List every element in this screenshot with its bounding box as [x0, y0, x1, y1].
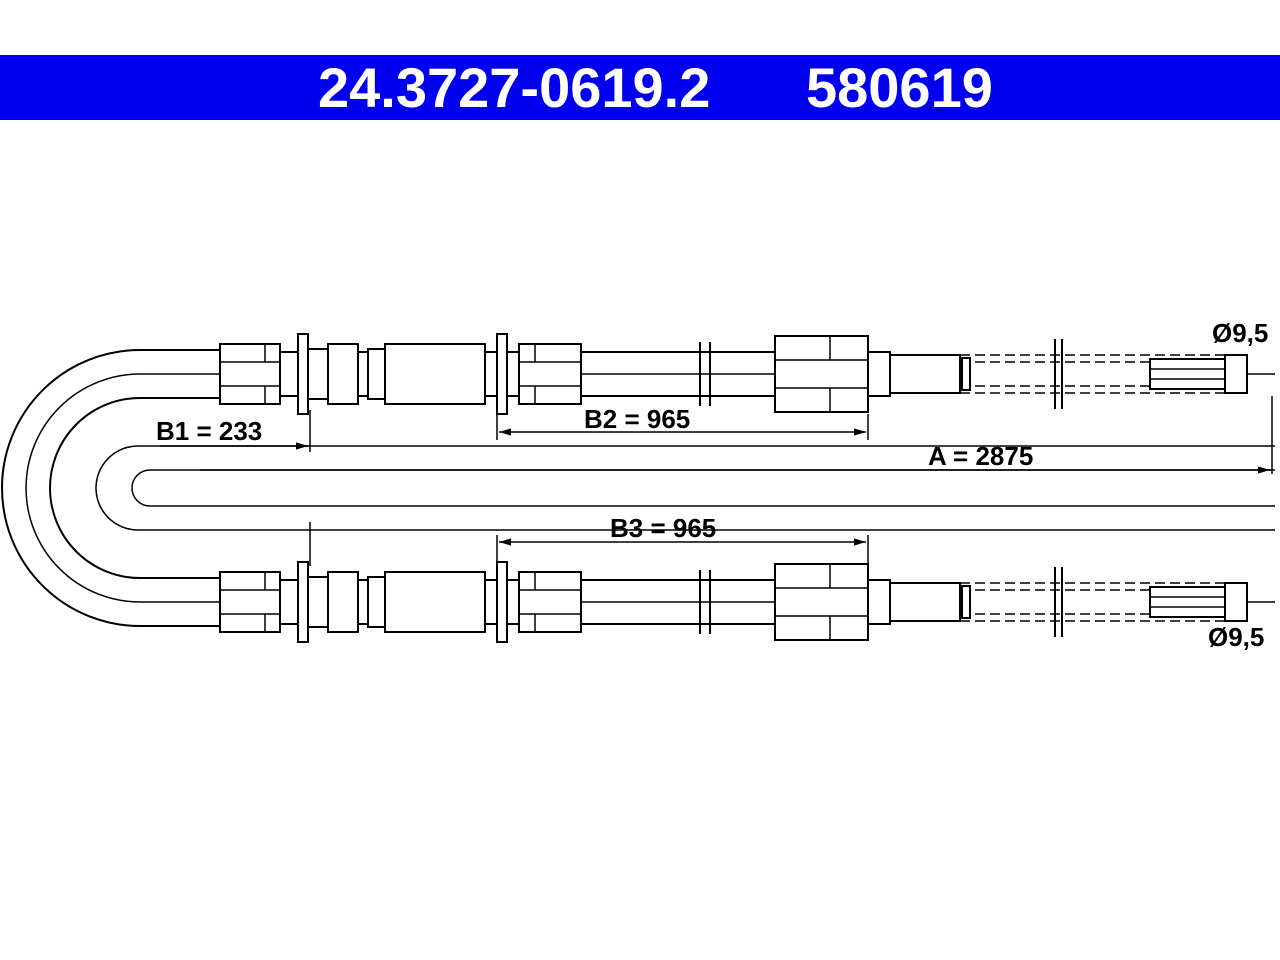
- dimension-a-label: A = 2875: [928, 441, 1033, 471]
- dimension-b3: B3 = 965: [309, 513, 869, 566]
- diameter-top-label: Ø9,5: [1212, 318, 1268, 348]
- dimension-b1-label: B1 = 233: [156, 416, 262, 446]
- upper-cable-assembly: [219, 333, 1276, 415]
- dimension-b3-label: B3 = 965: [610, 513, 716, 543]
- dimension-b2-label: B2 = 965: [584, 404, 690, 434]
- lower-cable-assembly: [219, 561, 1276, 643]
- dimension-b2: B2 = 965: [496, 404, 869, 440]
- part-number: 24.3727-0619.2: [318, 56, 711, 119]
- title-banner: 24.3727-0619.2 580619: [0, 55, 1280, 120]
- u-bend: [1, 349, 1275, 627]
- dimension-a: A = 2875: [200, 396, 1273, 474]
- diameter-bottom-label: Ø9,5: [1208, 622, 1264, 652]
- dimension-b1: B1 = 233: [156, 410, 311, 452]
- reference-number: 580619: [806, 56, 993, 119]
